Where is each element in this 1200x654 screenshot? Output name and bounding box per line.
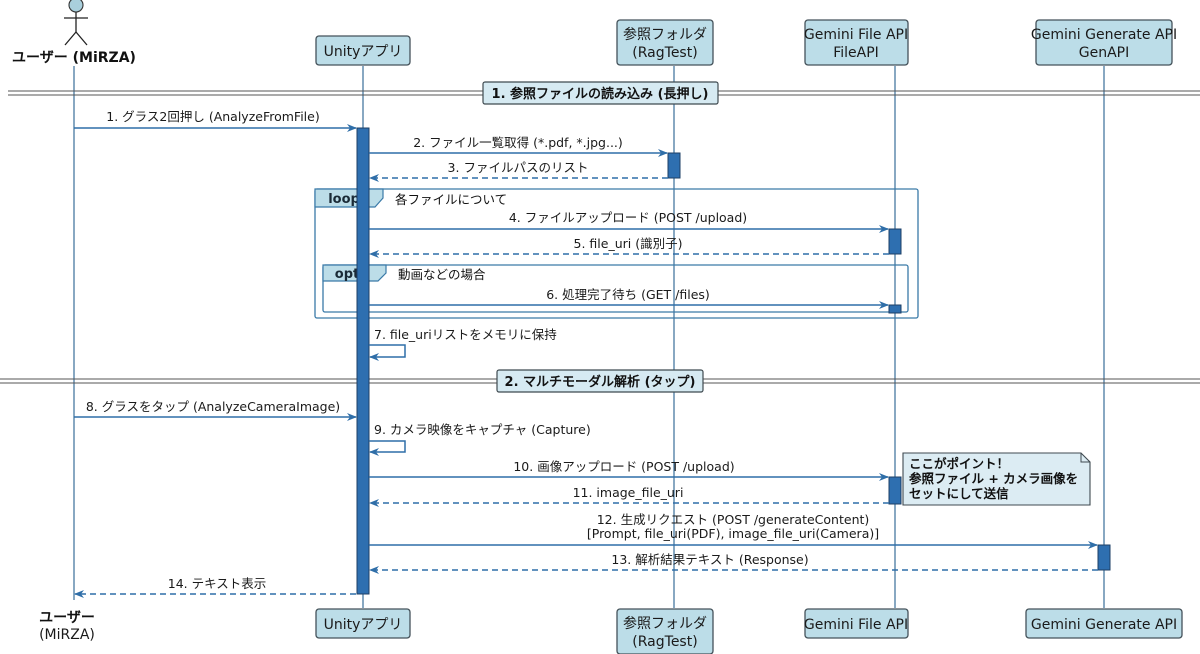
message-10: 10. 画像アップロード (POST /upload): [369, 459, 889, 481]
participant-sublabel: FileAPI: [833, 45, 879, 61]
message-label: 6. 処理完了待ち (GET /files): [546, 287, 710, 302]
message-8: 8. グラスをタップ (AnalyzeCameraImage): [74, 399, 357, 421]
participant-ragtest-bottom: 参照フォルダ (RagTest): [616, 608, 714, 654]
message-5: 5. file_uri (識別子): [369, 236, 889, 258]
section-title: 1. 参照ファイルの読み込み (長押し): [492, 86, 709, 102]
message-2: 2. ファイル一覧取得 (*.pdf, *.jpg...): [369, 135, 668, 157]
note-line: 参照ファイル + カメラ画像を: [909, 471, 1078, 486]
participant-sublabel: (MiRZA): [39, 627, 95, 643]
stick-figure-icon: [64, 0, 88, 46]
message-label: 11. image_file_uri: [573, 485, 684, 500]
message-label: 13. 解析結果テキスト (Response): [611, 552, 808, 567]
participant-label: ユーザー (MiRZA): [12, 50, 136, 66]
message-14: 14. テキスト表示: [74, 576, 356, 598]
message-1: 1. グラス2回押し (AnalyzeFromFile): [74, 109, 357, 132]
participant-unity-bottom: Unityアプリ: [315, 608, 411, 639]
section-divider-1: 1. 参照ファイルの読み込み (長押し): [8, 81, 1200, 105]
message-label: 10. 画像アップロード (POST /upload): [513, 459, 734, 474]
message-label: 2. ファイル一覧取得 (*.pdf, *.jpg...): [413, 135, 623, 150]
participant-sublabel: (RagTest): [632, 45, 697, 61]
participant-label: Gemini Generate API: [1031, 27, 1177, 43]
participant-genapi-top: Gemini Generate API GenAPI: [1031, 19, 1177, 66]
participant-sublabel: GenAPI: [1079, 45, 1129, 61]
participant-sublabel: (RagTest): [632, 634, 697, 650]
participant-unity-top: Unityアプリ: [315, 35, 411, 66]
message-arrow: [369, 344, 406, 361]
participant-label: ユーザー: [39, 610, 95, 626]
message-label: 3. ファイルパスのリスト: [448, 160, 589, 175]
message-7: 7. file_uriリストをメモリに保持: [369, 327, 557, 361]
message-label: 14. テキスト表示: [168, 576, 266, 591]
message-label: 12. 生成リクエスト (POST /generateContent): [597, 512, 870, 527]
participant-label: Gemini File API: [804, 617, 908, 633]
section-divider-2: 2. マルチモーダル解析 (タップ): [0, 369, 1200, 393]
message-9: 9. カメラ映像をキャプチャ (Capture): [369, 422, 591, 456]
participant-fileapi-top: Gemini File API FileAPI: [804, 19, 909, 66]
actor-user-bottom: ユーザー (MiRZA): [39, 610, 95, 643]
activation-unity: [356, 127, 370, 595]
participant-ragtest-top: 参照フォルダ (RagTest): [616, 19, 714, 66]
messages: 1. グラス2回押し (AnalyzeFromFile) 2. ファイル一覧取得…: [74, 109, 1098, 598]
message-label: 8. グラスをタップ (AnalyzeCameraImage): [86, 399, 340, 414]
note-key-point: ここがポイント！ 参照ファイル + カメラ画像を セットにして送信: [902, 452, 1091, 506]
participant-genapi-bottom: Gemini Generate API: [1025, 608, 1183, 639]
message-label: 5. file_uri (識別子): [574, 236, 683, 251]
message-13: 13. 解析結果テキスト (Response): [369, 552, 1098, 574]
message-11: 11. image_file_uri: [369, 485, 889, 507]
message-6: 6. 処理完了待ち (GET /files): [369, 287, 889, 309]
note-line: ここがポイント！: [909, 456, 1009, 471]
activation-genapi: [1097, 544, 1111, 571]
participant-label: 参照フォルダ: [623, 615, 707, 632]
activation-ragtest: [667, 152, 681, 179]
frame-keyword: loop: [328, 192, 360, 207]
frame-condition: 各ファイルについて: [395, 192, 507, 207]
participant-fileapi-bottom: Gemini File API: [804, 608, 909, 639]
actor-user-top: ユーザー (MiRZA): [12, 0, 136, 66]
frame-condition: 動画などの場合: [398, 267, 486, 282]
participant-label: Unityアプリ: [324, 44, 403, 60]
note-line: セットにして送信: [909, 486, 1009, 501]
message-arrow: [369, 440, 406, 456]
activation-fileapi-2: [888, 304, 902, 314]
participant-label: Gemini Generate API: [1031, 617, 1177, 633]
message-12: 12. 生成リクエスト (POST /generateContent) [Pro…: [369, 512, 1098, 549]
participant-label: 参照フォルダ: [623, 26, 707, 43]
message-label: 7. file_uriリストをメモリに保持: [374, 327, 557, 342]
message-3: 3. ファイルパスのリスト: [369, 160, 668, 182]
frame-keyword: opt: [335, 267, 359, 282]
participant-label: Unityアプリ: [324, 617, 403, 633]
message-label: 9. カメラ映像をキャプチャ (Capture): [374, 422, 591, 437]
message-label-line2: [Prompt, file_uri(PDF), image_file_uri(C…: [587, 526, 879, 541]
section-title: 2. マルチモーダル解析 (タップ): [505, 374, 696, 390]
opt-frame: opt 動画などの場合: [322, 264, 909, 313]
activation-fileapi-3: [888, 476, 902, 505]
message-label: 1. グラス2回押し (AnalyzeFromFile): [106, 109, 319, 124]
participant-label: Gemini File API: [804, 27, 908, 43]
message-label: 4. ファイルアップロード (POST /upload): [509, 210, 747, 225]
message-4: 4. ファイルアップロード (POST /upload): [369, 210, 889, 233]
activation-fileapi-1: [888, 228, 902, 255]
